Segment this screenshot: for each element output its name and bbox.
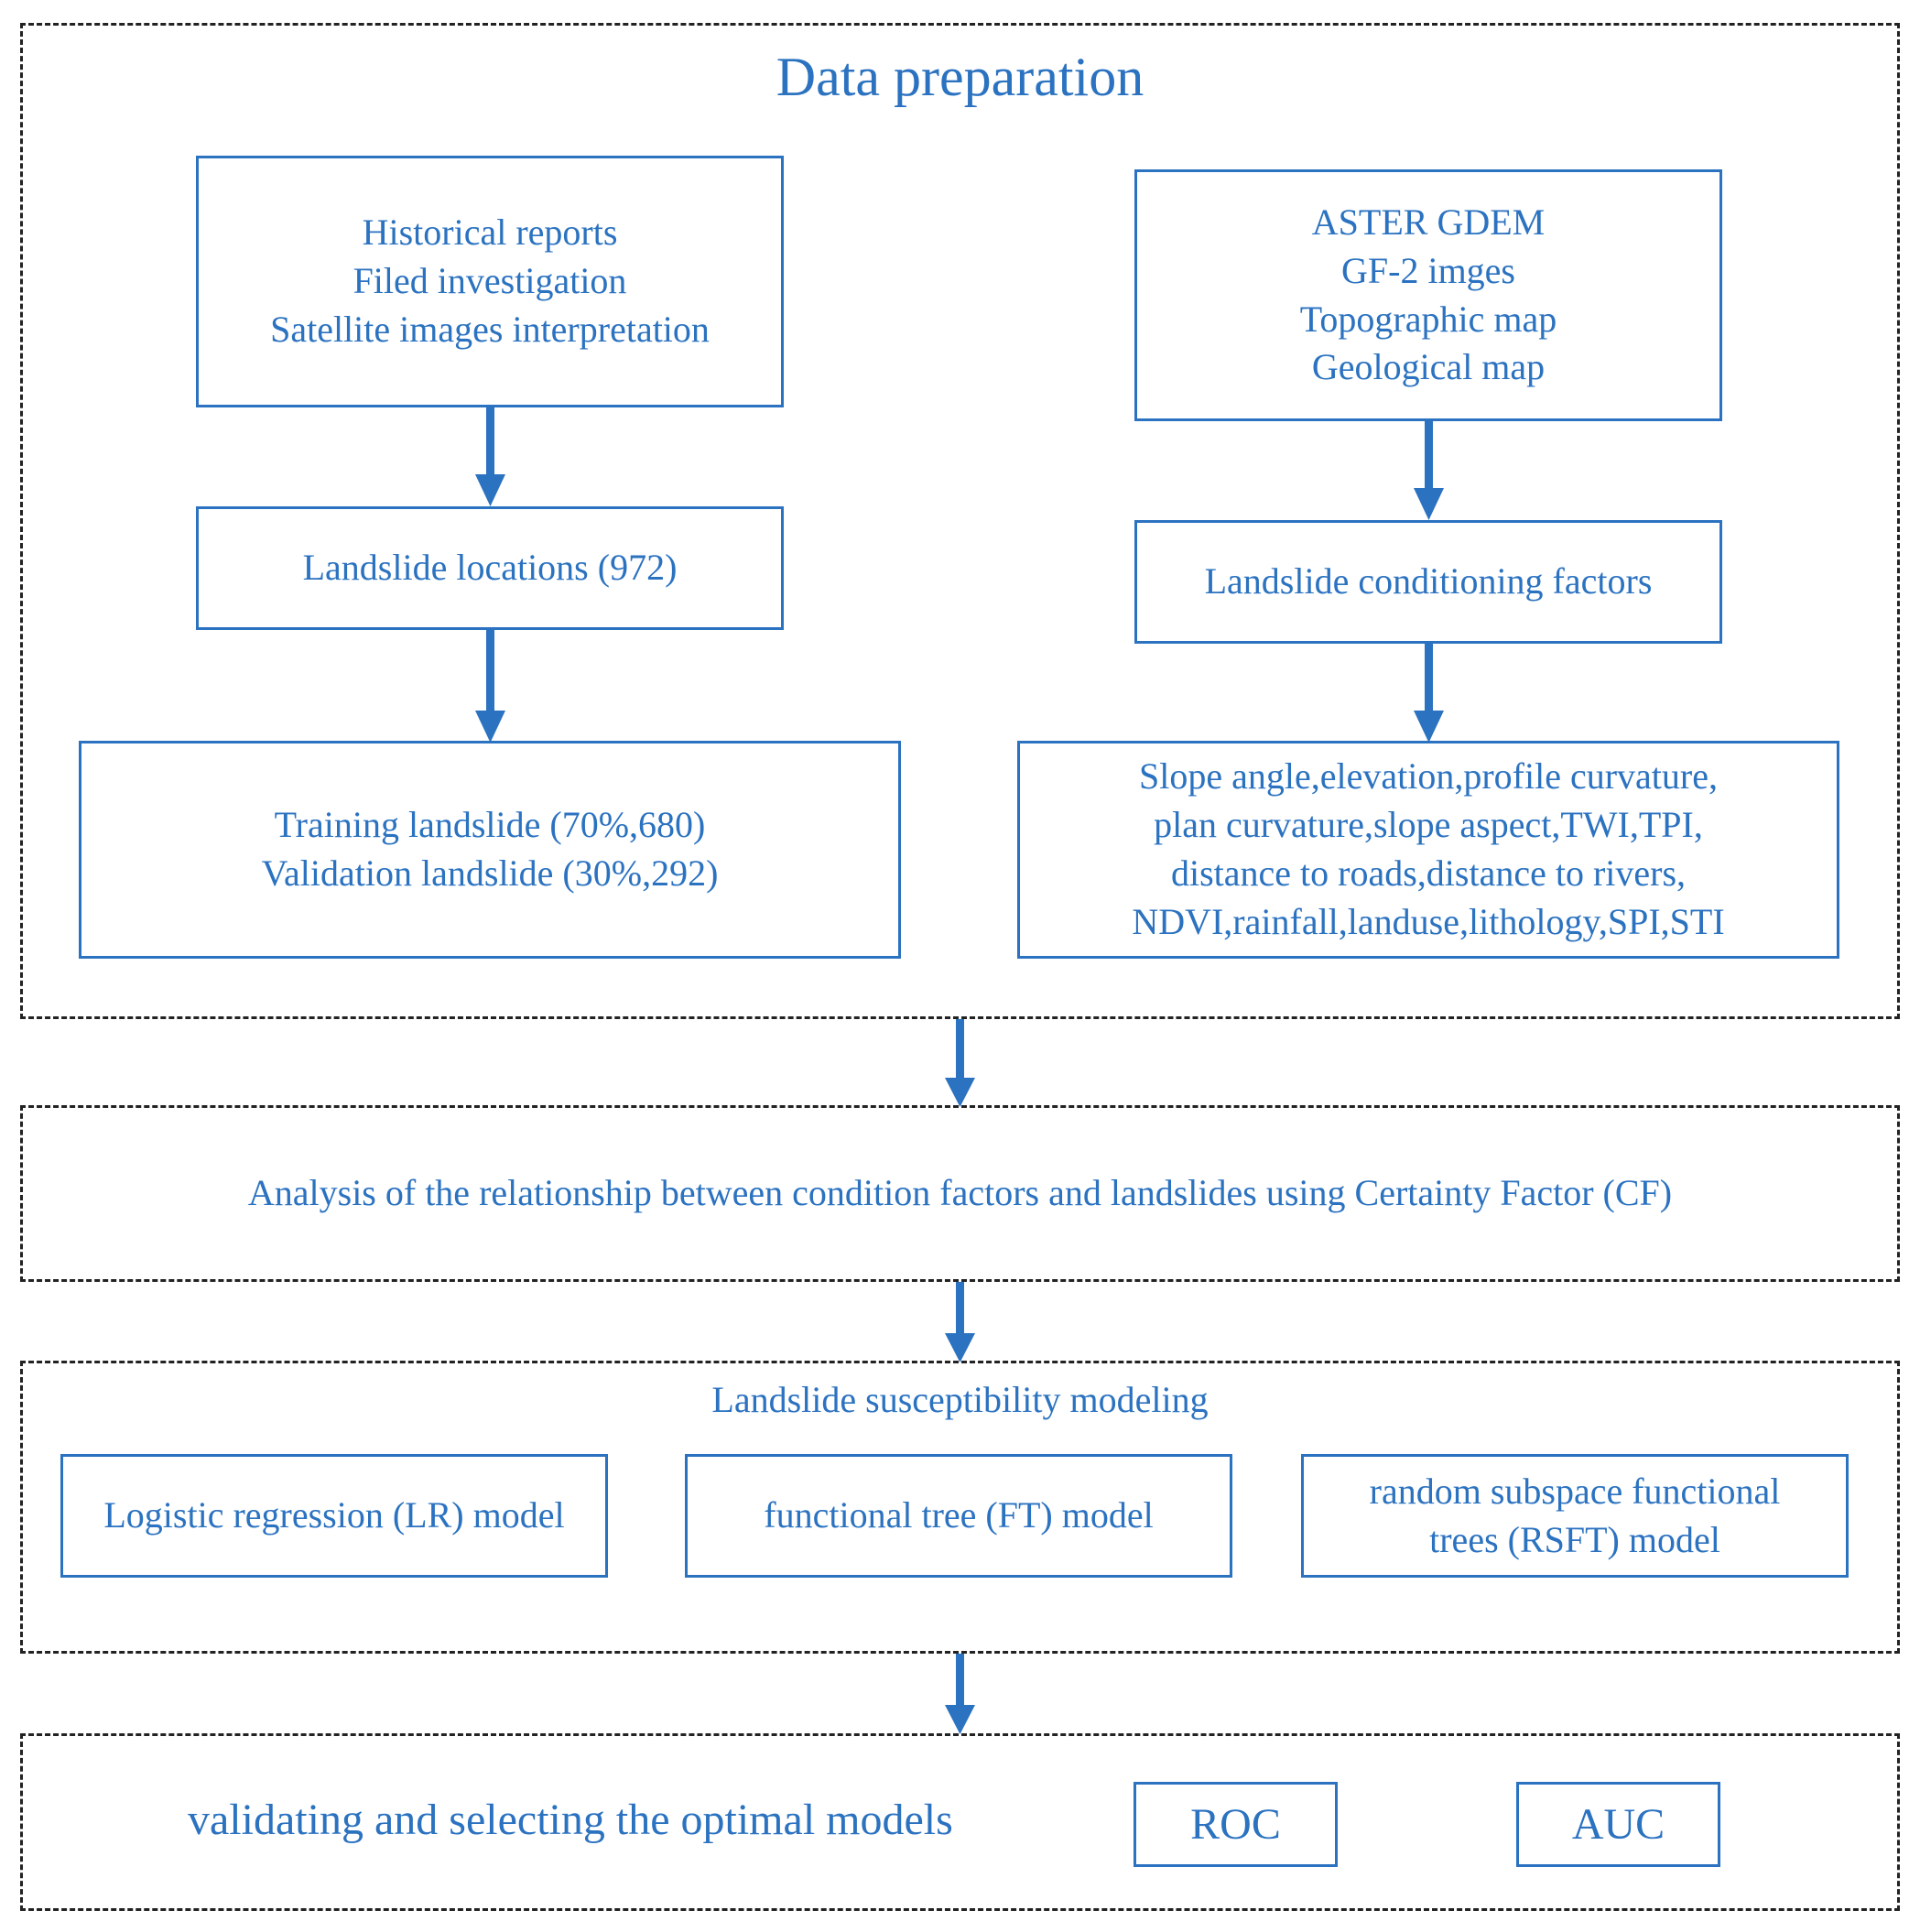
data-source-item: GF-2 imges: [1341, 249, 1515, 291]
lr-model-box: Logistic regression (LR) model: [60, 1454, 608, 1578]
auc-label: AUC: [1571, 1799, 1665, 1849]
factor-list-line: NDVI,rainfall,landuse,lithology,SPI,STI: [1132, 900, 1725, 942]
data-source-item: Geological map: [1311, 346, 1546, 388]
data-source-item: ASTER GDEM: [1311, 201, 1546, 243]
rsft-model-label: trees (RSFT) model: [1429, 1518, 1720, 1560]
conditioning-factors-label: Landslide conditioning factors: [1204, 560, 1653, 602]
factor-list-line: plan curvature,slope aspect,TWI,TPI,: [1154, 804, 1703, 846]
training-landslide-label: Training landslide (70%,680): [274, 804, 706, 846]
modeling-title: Landslide susceptibility modeling: [711, 1379, 1209, 1420]
arrow-sources-to-locations: [486, 405, 494, 476]
factor-list-line: Slope angle,elevation,profile curvature,: [1139, 755, 1718, 798]
roc-box: ROC: [1134, 1782, 1338, 1867]
data-preparation-title: Data preparation: [776, 47, 1144, 107]
factor-list-line: distance to roads,distance to rivers,: [1170, 852, 1687, 894]
conditioning-factors-box: Landslide conditioning factors: [1134, 520, 1722, 644]
validation-landslide-label: Validation landslide (30%,292): [261, 852, 719, 894]
data-preparation-section: [20, 23, 1900, 1019]
arrow-prep-to-analysis: [956, 1019, 964, 1080]
arrow-data-to-factors: [1425, 418, 1433, 490]
auc-box: AUC: [1516, 1782, 1720, 1867]
validation-text: validating and selecting the optimal mod…: [188, 1796, 953, 1844]
arrow-modeling-to-validation: [956, 1654, 964, 1707]
factor-list-box: Slope angle,elevation,profile curvature,…: [1017, 741, 1839, 959]
source-item: Filed investigation: [353, 260, 627, 302]
rsft-model-label: random subspace functional: [1369, 1470, 1781, 1512]
data-source-item: Topographic map: [1299, 298, 1557, 340]
rsft-model-box: random subspace functional trees (RSFT) …: [1301, 1454, 1849, 1578]
landslide-locations-box: Landslide locations (972): [196, 506, 784, 630]
validation-section: [20, 1733, 1900, 1911]
data-sources-box: ASTER GDEM GF-2 imges Topographic map Ge…: [1134, 169, 1722, 421]
analysis-text: Analysis of the relationship between con…: [247, 1172, 1673, 1213]
roc-label: ROC: [1190, 1799, 1281, 1849]
arrow-locations-to-split: [486, 628, 494, 712]
source-item: Satellite images interpretation: [270, 308, 710, 350]
arrow-factors-to-list: [1425, 641, 1433, 712]
landslide-sources-box: Historical reports Filed investigation S…: [196, 156, 784, 407]
lr-model-label: Logistic regression (LR) model: [103, 1494, 565, 1536]
arrow-analysis-to-modeling: [956, 1282, 964, 1335]
ft-model-label: functional tree (FT) model: [764, 1494, 1154, 1536]
landslide-locations-label: Landslide locations (972): [302, 547, 678, 589]
source-item: Historical reports: [362, 212, 618, 254]
ft-model-box: functional tree (FT) model: [685, 1454, 1232, 1578]
training-validation-box: Training landslide (70%,680) Validation …: [79, 741, 901, 959]
